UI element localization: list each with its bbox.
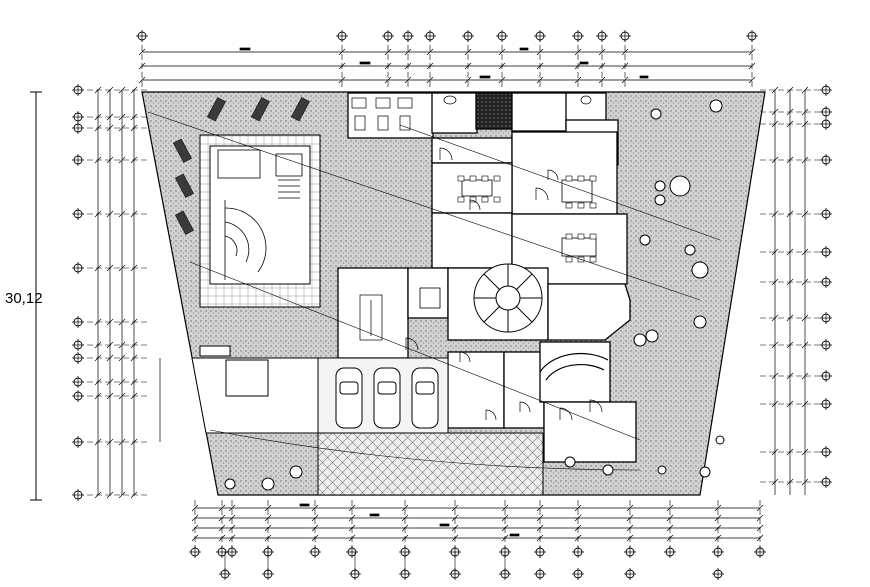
axis-marker-icon bbox=[712, 568, 724, 580]
axis-marker-icon bbox=[346, 546, 358, 558]
axis-marker-icon bbox=[136, 30, 148, 42]
axis-marker-icon bbox=[72, 390, 84, 402]
axis-marker-icon bbox=[72, 262, 84, 274]
axis-marker-icon bbox=[820, 446, 832, 458]
survey-lines bbox=[147, 111, 721, 471]
sun-lounger-icons bbox=[172, 97, 310, 235]
tree-icon bbox=[633, 333, 647, 347]
tree-icons bbox=[224, 99, 725, 491]
tree-icon bbox=[289, 465, 303, 479]
axis-marker-icon bbox=[820, 476, 832, 488]
axis-marker-icon bbox=[72, 376, 84, 388]
axis-marker-icon bbox=[72, 111, 84, 123]
axis-marker-icon bbox=[534, 30, 546, 42]
axis-marker-icon bbox=[596, 30, 608, 42]
tree-icon bbox=[709, 99, 723, 113]
axis-marker-icon bbox=[754, 546, 766, 558]
axis-marker-icon bbox=[820, 370, 832, 382]
tree-icon bbox=[657, 465, 667, 475]
bathroom-fixtures bbox=[351, 95, 592, 341]
service-area bbox=[191, 345, 319, 434]
dimension-chains bbox=[94, 47, 809, 542]
axis-marker-icon bbox=[820, 398, 832, 410]
axis-marker-icon bbox=[72, 436, 84, 448]
tree-icon bbox=[650, 108, 662, 120]
axis-marker-icon bbox=[534, 546, 546, 558]
axis-marker-icon bbox=[712, 546, 724, 558]
axis-marker-icon bbox=[572, 568, 584, 580]
axis-marker-icon bbox=[402, 30, 414, 42]
door-swings bbox=[405, 147, 603, 421]
axis-grid bbox=[72, 30, 832, 580]
tree-icon bbox=[699, 466, 711, 478]
tree-icon bbox=[654, 194, 666, 206]
axis-marker-icon bbox=[72, 154, 84, 166]
axis-marker-icon bbox=[424, 30, 436, 42]
tree-icon bbox=[224, 478, 236, 490]
axis-marker-icon bbox=[72, 489, 84, 501]
axis-marker-icon bbox=[624, 568, 636, 580]
axis-marker-icon bbox=[534, 568, 546, 580]
axis-marker-icon bbox=[820, 106, 832, 118]
tree-icon bbox=[693, 315, 707, 329]
axis-marker-icon bbox=[72, 352, 84, 364]
axis-marker-icon bbox=[226, 546, 238, 558]
axis-marker-icon bbox=[462, 30, 474, 42]
axis-marker-icon bbox=[572, 546, 584, 558]
tree-icon bbox=[654, 180, 666, 192]
dining-table-icons bbox=[419, 179, 597, 309]
axis-marker-icon bbox=[382, 30, 394, 42]
axis-marker-icon bbox=[820, 154, 832, 166]
curved-wall bbox=[539, 352, 609, 381]
axis-marker-icon bbox=[820, 118, 832, 130]
tree-icon bbox=[639, 234, 651, 246]
tree-icon bbox=[669, 175, 691, 197]
axis-marker-icon bbox=[336, 30, 348, 42]
axis-marker-icon bbox=[189, 546, 201, 558]
tree-icon bbox=[261, 477, 275, 491]
axis-marker-icon bbox=[820, 339, 832, 351]
axis-marker-icon bbox=[820, 84, 832, 96]
axis-marker-icon bbox=[72, 122, 84, 134]
axis-marker-icon bbox=[820, 208, 832, 220]
axis-marker-icon bbox=[72, 316, 84, 328]
axis-marker-icon bbox=[496, 30, 508, 42]
axis-marker-icon bbox=[309, 546, 321, 558]
axis-marker-icon bbox=[664, 546, 676, 558]
axis-marker-icon bbox=[820, 246, 832, 258]
axis-marker-icon bbox=[619, 30, 631, 42]
axis-marker-icon bbox=[72, 84, 84, 96]
axis-marker-icon bbox=[820, 312, 832, 324]
pool-steps-icon bbox=[278, 179, 300, 199]
tree-icon bbox=[602, 464, 614, 476]
overall-dimension-label: 30,12 bbox=[5, 290, 43, 307]
axis-marker-icon bbox=[746, 30, 758, 42]
spiral-staircase-icon bbox=[473, 263, 543, 333]
tree-icon bbox=[564, 456, 576, 468]
pool-deck bbox=[199, 134, 321, 308]
car-icons bbox=[335, 367, 439, 429]
axis-marker-icon bbox=[72, 339, 84, 351]
overall-dimension: 30,12 bbox=[5, 91, 43, 501]
axis-marker-icon bbox=[572, 30, 584, 42]
axis-marker-icon bbox=[820, 276, 832, 288]
tree-icon bbox=[691, 261, 709, 279]
tree-icon bbox=[715, 435, 725, 445]
axis-marker-icon bbox=[72, 208, 84, 220]
tree-icon bbox=[684, 244, 696, 256]
axis-marker-icon bbox=[624, 546, 636, 558]
tree-icon bbox=[645, 329, 659, 343]
